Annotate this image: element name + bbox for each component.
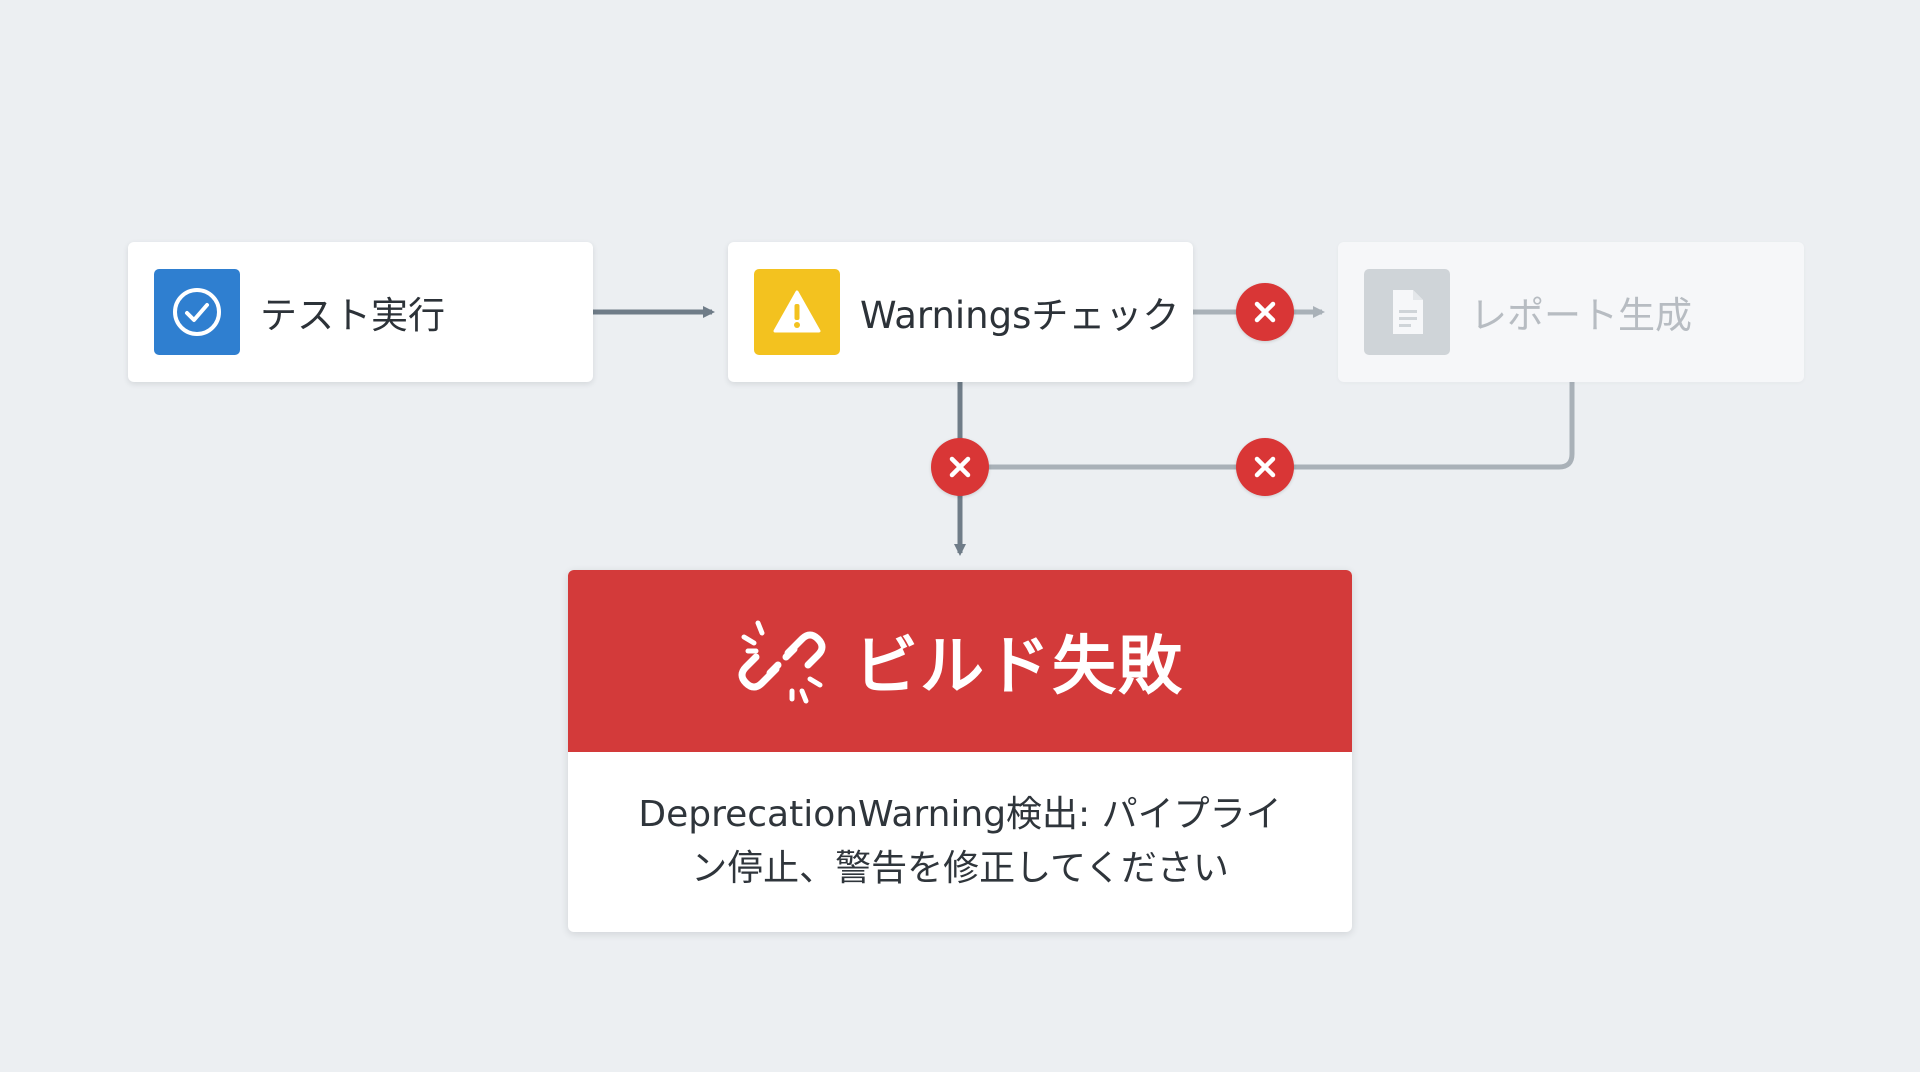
step-label: テスト実行 bbox=[260, 294, 445, 337]
step-label: Warningsチェック bbox=[860, 294, 1180, 337]
step-warnings-check[interactable]: Warningsチェック bbox=[728, 242, 1193, 382]
step-test-run[interactable]: テスト実行 bbox=[128, 242, 593, 382]
step-label: レポート生成 bbox=[1470, 294, 1692, 337]
broken-link-icon bbox=[736, 615, 828, 707]
failure-title: ビルド失敗 bbox=[854, 630, 1184, 704]
step-report-generate[interactable]: レポート生成 bbox=[1338, 242, 1804, 382]
x-icon bbox=[931, 438, 989, 496]
document-icon bbox=[1364, 269, 1450, 355]
check-circle-icon bbox=[154, 269, 240, 355]
failure-message: DeprecationWarning検出: パイプライン停止、警告を修正してくだ… bbox=[638, 794, 1282, 889]
failure-body: DeprecationWarning検出: パイプライン停止、警告を修正してくだ… bbox=[568, 752, 1352, 932]
x-icon bbox=[1236, 283, 1294, 341]
build-failure-card: ビルド失敗 DeprecationWarning検出: パイプライン停止、警告を… bbox=[568, 570, 1352, 932]
failure-header: ビルド失敗 bbox=[568, 570, 1352, 752]
x-icon bbox=[1236, 438, 1294, 496]
warning-triangle-icon bbox=[754, 269, 840, 355]
line-report-to-failure bbox=[960, 382, 1575, 470]
